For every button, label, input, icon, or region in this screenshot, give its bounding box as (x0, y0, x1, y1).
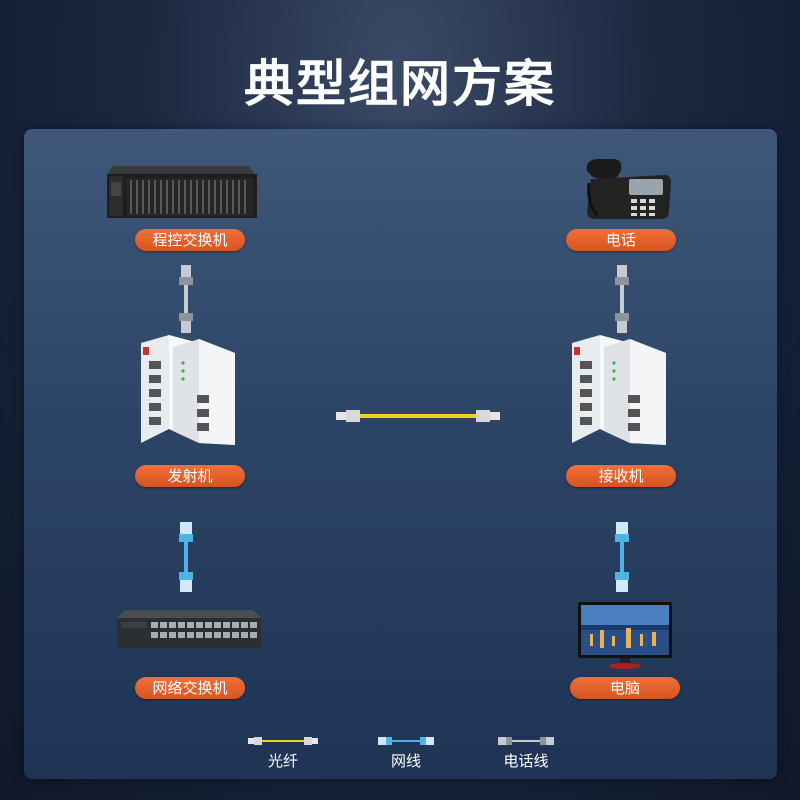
legend-phone-line-icon (498, 737, 554, 745)
transmitter-device-icon (141, 335, 235, 445)
node-label-phone: 电话 (566, 229, 676, 251)
page-title: 典型组网方案 (244, 55, 556, 113)
phone-line-connector-right (615, 265, 629, 333)
legend-fiber-label: 光纤 (267, 752, 298, 770)
receiver-device-icon (572, 335, 666, 445)
legend-phone-line-label: 电话线 (503, 752, 549, 770)
phone-line-connector-left (179, 265, 193, 333)
node-label-receiver: 接收机 (566, 465, 676, 487)
node-label-network-switch: 网络交换机 (135, 677, 245, 699)
legend-ethernet-icon (378, 737, 434, 745)
telephone-icon (586, 159, 671, 219)
fiber-cable-icon (336, 410, 500, 422)
legend-fiber-icon (248, 737, 318, 745)
node-label-pbx: 程控交换机 (135, 229, 245, 251)
node-label-computer: 电脑 (570, 677, 680, 699)
node-label-transmitter: 发射机 (135, 465, 245, 487)
ethernet-connector-right (615, 522, 629, 592)
pbx-icon (107, 166, 257, 218)
ethernet-connector-left (179, 522, 193, 592)
monitor-icon (578, 602, 672, 669)
legend-ethernet-label: 网线 (390, 752, 421, 770)
network-switch-icon (117, 610, 261, 648)
